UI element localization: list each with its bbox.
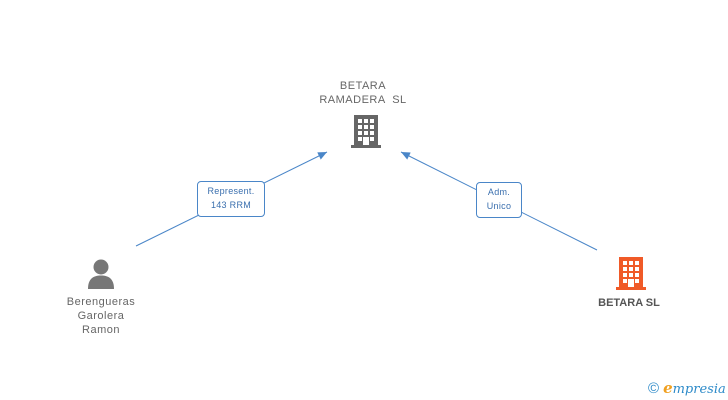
person-node-label[interactable]: Berengueras Garolera Ramon [46, 295, 156, 337]
copyright-icon: © [648, 379, 660, 397]
person-icon[interactable] [86, 258, 116, 290]
center-node-line-1: BETARA [339, 80, 387, 92]
building-icon[interactable] [350, 113, 382, 149]
edge-label-represent[interactable]: Represent. 143 RRM [197, 181, 265, 217]
edge-label-represent-line-1: Represent. [207, 186, 255, 196]
edge-label-adm-unico[interactable]: Adm. Unico [476, 182, 522, 218]
center-node-line-2: RAMADERA SL [319, 94, 407, 106]
person-node-line-3: Ramon [82, 324, 120, 336]
company-node-line-1: BETARA SL [598, 297, 660, 309]
company-node-label[interactable]: BETARA SL [579, 296, 679, 310]
footer-brand[interactable]: © empresia [648, 378, 726, 398]
edge-label-adm-line-1: Adm. [487, 187, 511, 197]
edge-label-represent-line-2: 143 RRM [210, 200, 252, 210]
edge-label-adm-line-2: Unico [486, 201, 512, 211]
center-node-label[interactable]: BETARA RAMADERA SL [313, 79, 413, 107]
building-icon-orange[interactable] [615, 255, 647, 291]
person-node-line-2: Garolera [77, 310, 125, 322]
person-node-line-1: Berengueras [66, 296, 136, 308]
brand-logo: empresia [663, 379, 726, 397]
